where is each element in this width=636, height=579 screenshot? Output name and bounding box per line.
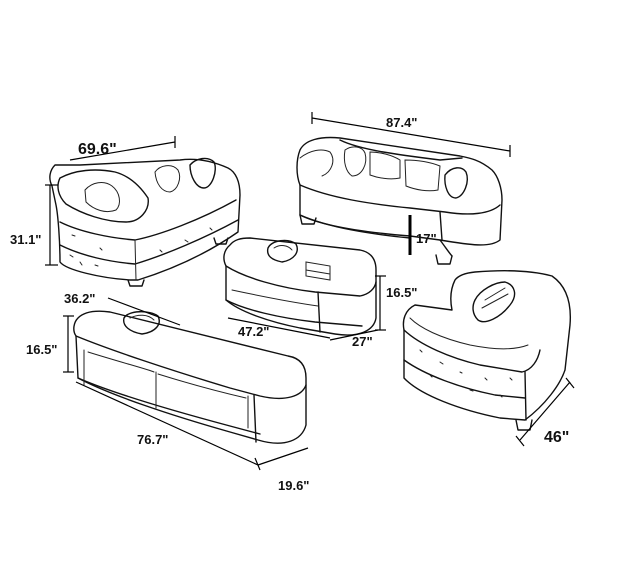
label-coffee-table-length: 47.2" xyxy=(238,324,269,339)
label-seat-height: 17" xyxy=(416,231,437,246)
label-coffee-table-height: 16.5" xyxy=(386,285,417,300)
dimension-lines xyxy=(45,112,575,471)
loveseat-drawing xyxy=(49,157,241,287)
armchair-drawing xyxy=(402,270,572,431)
label-sofa-width: 87.4" xyxy=(386,115,417,130)
label-chair-width: 46" xyxy=(544,429,569,446)
label-loveseat-height: 31.1" xyxy=(10,232,41,247)
label-tv-stand-depth: 19.6" xyxy=(278,478,309,493)
label-side-depth: 36.2" xyxy=(64,291,95,306)
label-tv-stand-height: 16.5" xyxy=(26,342,57,357)
label-coffee-table-width: 27" xyxy=(352,334,373,349)
label-loveseat-width: 69.6" xyxy=(78,141,117,158)
coffee-table-drawing xyxy=(223,237,377,336)
label-tv-stand-length: 76.7" xyxy=(137,432,168,447)
dimension-labels: 87.4" 69.6" 31.1" 17" 36.2" 16.5" 47.2" … xyxy=(10,115,569,493)
sofa-drawing xyxy=(296,136,503,265)
tv-stand-drawing xyxy=(73,310,307,444)
